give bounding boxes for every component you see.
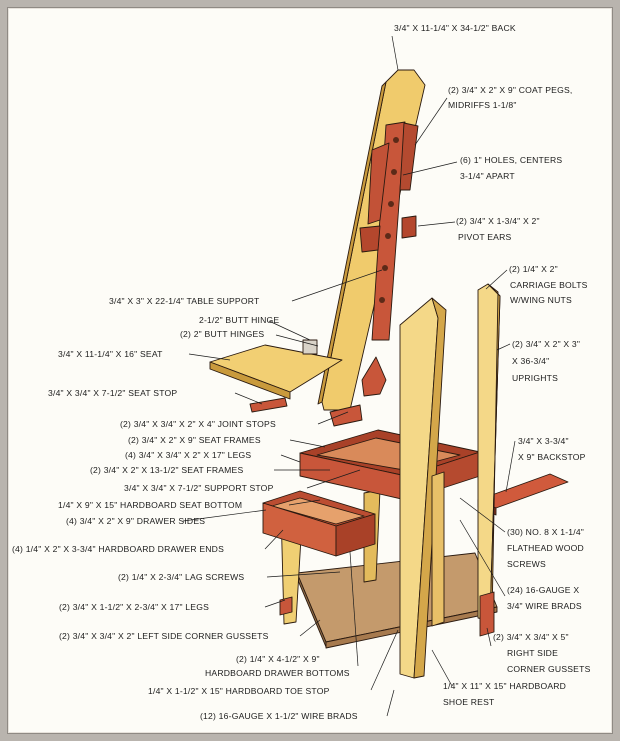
- hole: [379, 297, 385, 303]
- pivot-ear-left: [359, 225, 381, 253]
- drawer-inner: [271, 497, 365, 525]
- leader: [485, 269, 508, 290]
- label-holes-2: 3-1/4" APART: [460, 171, 515, 181]
- leader: [414, 97, 448, 146]
- leader: [505, 440, 516, 493]
- chair-back-edge: [317, 81, 387, 405]
- seat-stop: [249, 397, 288, 413]
- label-seat-frames-13: (2) 3/4" X 2" X 13-1/2" SEAT FRAMES: [90, 465, 244, 475]
- label-legs-17: (4) 3/4" X 3/4" X 2" X 17" LEGS: [125, 450, 252, 460]
- leader: [459, 497, 506, 533]
- leader: [402, 161, 458, 176]
- leader: [431, 649, 453, 687]
- joint-stop-lower: [329, 404, 363, 427]
- coat-peg-left: [367, 142, 390, 225]
- leader: [289, 439, 326, 448]
- table-support: [371, 121, 406, 341]
- label-pivot-ears: (2) 3/4" X 1-3/4" X 2": [456, 216, 540, 226]
- label-uprights-3: UPRIGHTS: [512, 373, 559, 383]
- leader: [288, 499, 321, 506]
- leader: [234, 392, 263, 405]
- leg-right-front: [431, 471, 445, 627]
- label-drawer-bottoms: (2) 1/4" X 4-1/2" X 9": [236, 654, 320, 664]
- drawer-end: [335, 513, 376, 557]
- coat-peg-right: [399, 122, 419, 191]
- label-wire-brads: (24) 16-GAUGE X: [507, 585, 580, 595]
- label-shoe-rest: 1/4" X 11" X 15" HARDBOARD: [443, 681, 567, 691]
- label-carriage-bolts-2: CARRIAGE BOLTS: [510, 280, 588, 290]
- butt-hinge: [302, 339, 318, 355]
- hole: [391, 169, 397, 175]
- hole: [393, 137, 399, 143]
- label-butt-hinge: 2-1/2" BUTT HINGE: [199, 315, 280, 325]
- label-wood-screws-2: FLATHEAD WOOD: [507, 543, 584, 553]
- leader: [299, 619, 321, 637]
- leader: [275, 334, 319, 347]
- label-wire-brads-12: (12) 16-GAUGE X 1-1/2" WIRE BRADS: [200, 711, 358, 721]
- leader: [459, 519, 506, 597]
- label-wood-screws-3: SCREWS: [507, 559, 546, 569]
- label-coat-pegs: (2) 3/4" X 2" X 9" COAT PEGS,: [448, 85, 573, 95]
- label-coat-pegs-2: MIDRIFFS 1-1/8": [448, 100, 517, 110]
- label-pivot-ears-2: PIVOT EARS: [458, 232, 512, 242]
- leader: [417, 221, 456, 227]
- leader: [391, 35, 399, 71]
- leader: [496, 343, 511, 351]
- label-backstop: 3/4" X 3-3/4": [518, 436, 569, 446]
- label-backstop-2: X 9" BACKSTOP: [518, 452, 586, 462]
- label-drawer-bottoms-2: HARDBOARD DRAWER BOTTOMS: [205, 668, 350, 678]
- leader: [268, 320, 311, 341]
- corner-gusset-left: [279, 596, 293, 616]
- label-back: 3/4" X 11-1/4" X 34-1/2" BACK: [394, 23, 516, 33]
- label-uprights-2: X 36-3/4": [512, 356, 550, 366]
- leader: [486, 627, 492, 647]
- leader: [370, 629, 399, 691]
- label-wire-brads-2: 3/4" WIRE BRADS: [507, 601, 582, 611]
- joint-stop-upper: [361, 356, 387, 397]
- hole: [382, 265, 388, 271]
- label-butt-hinges: (2) 2" BUTT HINGES: [180, 329, 265, 339]
- label-drawer-sides: (4) 3/4" X 2" X 9" DRAWER SIDES: [66, 516, 206, 526]
- label-carriage-bolts: (2) 1/4" X 2": [509, 264, 558, 274]
- label-toe-stop: 1/4" X 1-1/2" X 15" HARDBOARD TOE STOP: [148, 686, 330, 696]
- leader: [306, 469, 361, 489]
- label-drawer-ends: (4) 1/4" X 2" X 3-3/4" HARDBOARD DRAWER …: [12, 544, 224, 554]
- label-right-gussets: (2) 3/4" X 3/4" X 5": [493, 632, 569, 642]
- label-lag-screws: (2) 1/4" X 2-3/4" LAG SCREWS: [118, 572, 245, 582]
- label-joint-stops: (2) 3/4" X 3/4" X 2" X 4" JOINT STOPS: [120, 419, 276, 429]
- leader: [182, 509, 267, 522]
- corner-gusset-right: [479, 591, 495, 637]
- label-support-stop: 3/4" X 3/4" X 7-1/2" SUPPORT STOP: [124, 483, 274, 493]
- hole: [385, 233, 391, 239]
- leader: [264, 599, 286, 608]
- leader: [386, 689, 395, 717]
- leader: [266, 571, 341, 578]
- label-uprights: (2) 3/4" X 2" X 3": [512, 339, 581, 349]
- leader: [291, 269, 383, 302]
- hole: [388, 201, 394, 207]
- label-holes: (6) 1" HOLES, CENTERS: [460, 155, 563, 165]
- leader: [317, 411, 349, 425]
- upright-left-side: [413, 297, 447, 679]
- leader: [349, 551, 359, 667]
- label-legs-short: (2) 3/4" X 1-1/2" X 2-3/4" X 17" LEGS: [59, 602, 210, 612]
- label-shoe-rest-2: SHOE REST: [443, 697, 495, 707]
- label-seat-frames-9: (2) 3/4" X 2" X 9" SEAT FRAMES: [128, 435, 261, 445]
- label-wood-screws: (30) NO. 8 X 1-1/4": [507, 527, 585, 537]
- label-seat-stop: 3/4" X 3/4" X 7-1/2" SEAT STOP: [48, 388, 178, 398]
- label-hardboard-seat-bottom: 1/4" X 9" X 15" HARDBOARD SEAT BOTTOM: [58, 500, 243, 510]
- leader: [280, 454, 301, 463]
- label-seat: 3/4" X 11-1/4" X 16" SEAT: [58, 349, 163, 359]
- seat-edge: [209, 361, 291, 400]
- leader: [264, 529, 284, 550]
- label-right-gussets-2: RIGHT SIDE: [507, 648, 559, 658]
- leader: [188, 353, 231, 361]
- pivot-ear-right: [401, 215, 417, 239]
- label-table-support: 3/4" X 3" X 22-1/4" TABLE SUPPORT: [109, 296, 260, 306]
- label-carriage-bolts-3: W/WING NUTS: [510, 295, 572, 305]
- label-left-gussets: (2) 3/4" X 3/4" X 2" LEFT SIDE CORNER GU…: [59, 631, 269, 641]
- label-right-gussets-3: CORNER GUSSETS: [507, 664, 591, 674]
